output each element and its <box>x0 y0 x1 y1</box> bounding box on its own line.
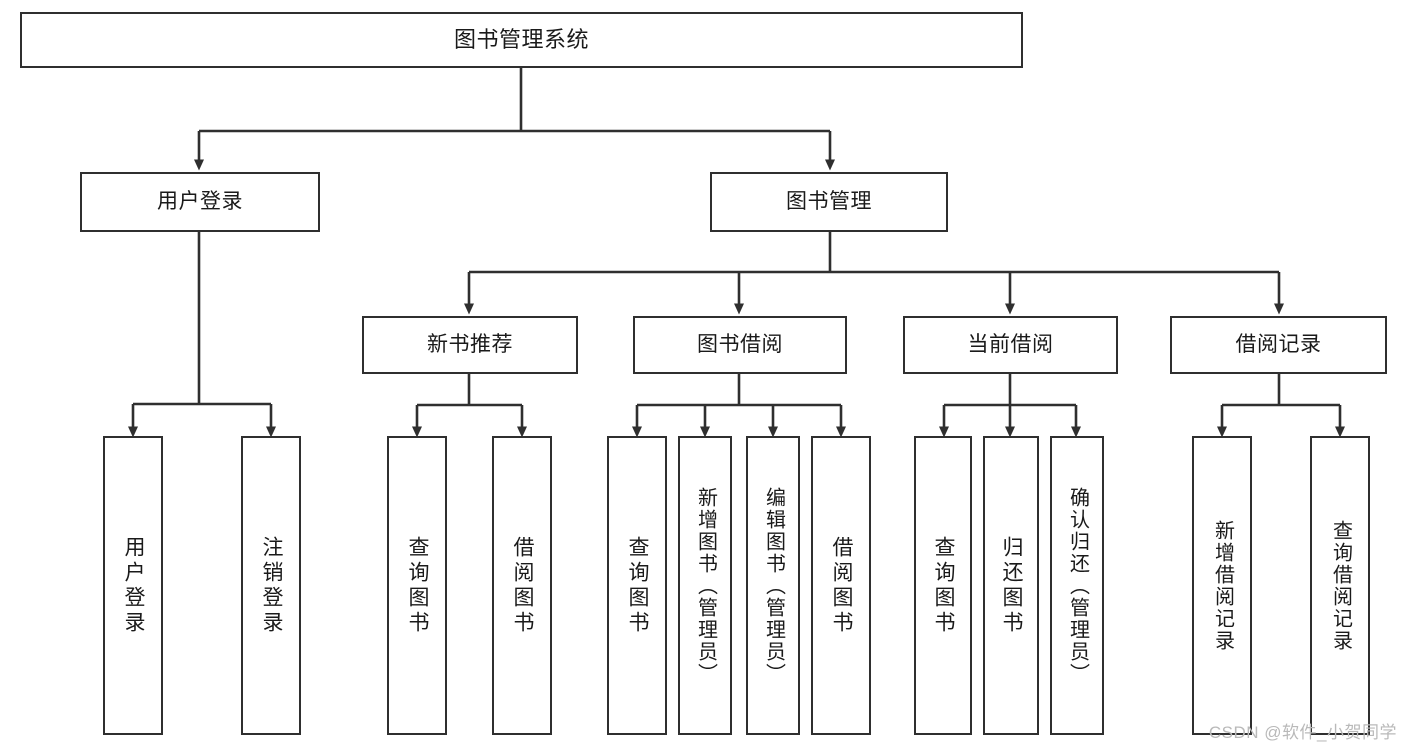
leaf-confirm-return-admin[interactable]: 确认归还（管理员） <box>1050 436 1104 735</box>
node-book-borrow[interactable]: 图书借阅 <box>633 316 847 374</box>
node-label: 用户登录 <box>122 535 146 636</box>
node-root-system[interactable]: 图书管理系统 <box>20 12 1023 68</box>
leaf-query-borrow-record[interactable]: 查询借阅记录 <box>1310 436 1370 735</box>
leaf-user-login[interactable]: 用户登录 <box>103 436 163 735</box>
node-label: 查询借阅记录 <box>1329 519 1352 652</box>
leaf-logout[interactable]: 注销登录 <box>241 436 301 735</box>
node-new-book-recommend[interactable]: 新书推荐 <box>362 316 578 374</box>
node-label: 确认归还（管理员） <box>1066 486 1089 685</box>
leaf-edit-book-admin[interactable]: 编辑图书（管理员） <box>746 436 800 735</box>
leaf-borrow-book[interactable]: 借阅图书 <box>811 436 871 735</box>
node-label: 借阅图书 <box>511 535 535 636</box>
leaf-return-book[interactable]: 归还图书 <box>983 436 1039 735</box>
node-label: 查询图书 <box>626 535 650 636</box>
leaf-add-borrow-record[interactable]: 新增借阅记录 <box>1192 436 1252 735</box>
node-label: 借阅记录 <box>1235 332 1322 356</box>
node-label: 图书管理 <box>786 189 872 213</box>
node-label: 新增借阅记录 <box>1211 519 1234 652</box>
node-label: 当前借阅 <box>967 332 1054 356</box>
node-label: 查询图书 <box>406 535 430 636</box>
node-user-login[interactable]: 用户登录 <box>80 172 320 232</box>
leaf-add-book-admin[interactable]: 新增图书（管理员） <box>678 436 732 735</box>
node-current-borrow[interactable]: 当前借阅 <box>903 316 1118 374</box>
leaf-query-book-recommend[interactable]: 查询图书 <box>387 436 447 735</box>
node-label: 注销登录 <box>260 535 284 636</box>
node-borrow-record[interactable]: 借阅记录 <box>1170 316 1387 374</box>
leaf-query-book-borrow[interactable]: 查询图书 <box>607 436 667 735</box>
leaf-query-book-current[interactable]: 查询图书 <box>914 436 972 735</box>
node-book-management[interactable]: 图书管理 <box>710 172 948 232</box>
watermark-text: CSDN @软件_小贺同学 <box>1208 723 1397 742</box>
node-label: 借阅图书 <box>830 535 854 636</box>
node-label: 图书借阅 <box>697 332 783 356</box>
leaf-borrow-book-recommend[interactable]: 借阅图书 <box>492 436 552 735</box>
node-label: 用户登录 <box>157 189 243 213</box>
node-label: 新增图书（管理员） <box>694 486 717 685</box>
node-label: 查询图书 <box>932 535 956 636</box>
node-label: 图书管理系统 <box>453 27 589 53</box>
node-label: 编辑图书（管理员） <box>762 486 785 685</box>
node-label: 新书推荐 <box>427 332 513 356</box>
node-label: 归还图书 <box>1000 535 1024 636</box>
